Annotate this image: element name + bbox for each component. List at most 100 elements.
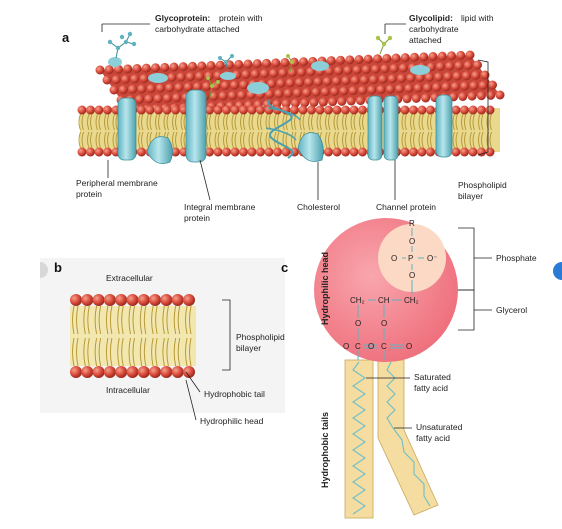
lipid-head xyxy=(213,147,223,157)
lipid-head xyxy=(178,62,188,72)
lipid-head xyxy=(306,67,316,77)
lipid-tail xyxy=(464,131,467,149)
lipid-head xyxy=(92,366,105,378)
lipid-tail xyxy=(94,305,98,335)
lipid-tail xyxy=(155,113,158,131)
lipid-head xyxy=(239,105,248,115)
left-edge-mark xyxy=(40,262,48,278)
lipid-head xyxy=(389,63,399,73)
lipid-tail xyxy=(231,131,234,149)
lipid-head xyxy=(324,105,333,115)
lipid-tail xyxy=(461,113,464,131)
lipid-head xyxy=(269,68,279,78)
lipid-head xyxy=(352,65,362,75)
lipid-head xyxy=(400,53,410,63)
lipid-head xyxy=(139,74,149,83)
lipid-head xyxy=(358,105,367,115)
lipid-head xyxy=(205,147,214,157)
lipid-head xyxy=(137,105,146,115)
lipid-head xyxy=(267,79,277,89)
lipid-head xyxy=(103,147,112,157)
panel-b: b Extracellular Intracellular Phospholip… xyxy=(40,258,285,426)
lipid-tail xyxy=(206,131,209,149)
lipid-head xyxy=(471,70,481,80)
lipid-head xyxy=(332,147,342,157)
lipid-tail xyxy=(166,113,169,131)
bilayer-b-top-heads xyxy=(70,294,195,306)
lipid-head xyxy=(445,61,455,71)
lipid-head xyxy=(220,81,230,90)
lipid-head xyxy=(356,96,365,106)
lipid-head xyxy=(94,105,104,115)
lipid-tail xyxy=(98,337,102,367)
lipid-head xyxy=(115,294,128,306)
lipid-head xyxy=(237,90,247,100)
panel-a-leader-lines xyxy=(101,23,489,201)
lipid-head xyxy=(227,91,237,100)
lipid-head xyxy=(339,86,349,96)
lipid-head xyxy=(361,65,371,74)
lipid-tail xyxy=(328,113,331,131)
lipid-tail xyxy=(489,113,492,131)
lipid-head xyxy=(252,59,262,69)
lipid-tail xyxy=(115,131,118,149)
lipid-tail xyxy=(121,305,124,335)
lipid-tail xyxy=(248,113,251,131)
lipid-head xyxy=(419,52,429,62)
lipid-tail xyxy=(489,131,492,149)
lipid-head xyxy=(153,94,163,103)
lipid-head xyxy=(171,105,180,115)
lipid-tail xyxy=(353,113,356,131)
lipid-head xyxy=(435,62,445,71)
lipid-tail xyxy=(427,131,430,149)
atom-p: P xyxy=(408,254,413,263)
glycoprotein-label-line1: protein with xyxy=(219,13,263,23)
lipid-head xyxy=(302,88,312,97)
lipid-tail xyxy=(345,131,348,149)
lipid-head xyxy=(432,82,442,92)
lipid-tail xyxy=(95,113,98,131)
lipid-tail xyxy=(112,113,115,131)
lipid-tail xyxy=(294,131,297,149)
lipid-head xyxy=(81,294,94,306)
lipid-tail xyxy=(94,337,98,367)
lipid-head xyxy=(160,294,173,306)
lipid-tail xyxy=(175,131,178,149)
lipid-head xyxy=(103,105,112,115)
panel-a: a xyxy=(62,13,507,223)
lipid-tail xyxy=(132,337,135,367)
lipid-head xyxy=(359,75,369,85)
peripheral-protein xyxy=(146,136,173,164)
lipid-head xyxy=(188,61,197,71)
lipid-head xyxy=(145,105,155,115)
channel-protein xyxy=(367,94,453,161)
lipid-head xyxy=(460,81,470,91)
lipid-tail xyxy=(132,305,135,335)
lipid-tail xyxy=(139,305,143,335)
lipid-head xyxy=(400,105,410,115)
lipid-tail xyxy=(143,305,147,335)
lipid-tail xyxy=(117,337,120,367)
lipid-head xyxy=(77,105,87,115)
lipid-head xyxy=(346,96,356,106)
lipid-tail xyxy=(231,113,234,131)
lipid-head xyxy=(183,294,195,306)
lipid-tail xyxy=(95,131,98,149)
lipid-head xyxy=(250,69,260,79)
lipid-head xyxy=(349,105,359,115)
lipid-tail xyxy=(180,113,183,131)
lipid-head xyxy=(290,105,299,115)
lipid-head xyxy=(256,105,265,115)
glycoprotein-label-line2: carbohydrate attached xyxy=(155,24,240,34)
lipid-head xyxy=(171,147,180,157)
lipid-head xyxy=(318,97,328,107)
lipid-head xyxy=(137,366,150,378)
lipid-tail xyxy=(316,113,319,131)
lipid-head xyxy=(468,105,478,115)
lipid-tail xyxy=(257,113,260,131)
lipid-tail xyxy=(162,305,165,335)
lipid-tail xyxy=(359,131,362,149)
lipid-tail xyxy=(185,305,188,335)
lipid-tail xyxy=(248,131,251,149)
lipid-tail xyxy=(172,113,175,131)
